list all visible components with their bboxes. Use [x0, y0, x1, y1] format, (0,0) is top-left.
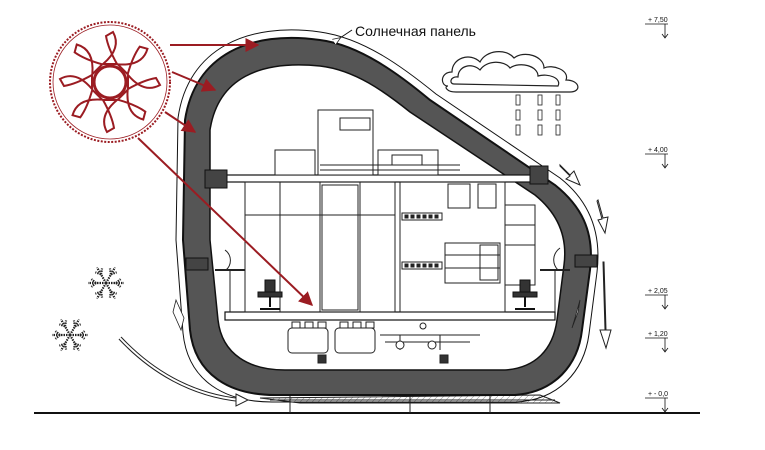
left-desk: [215, 249, 245, 312]
svg-text:+ 1,20: + 1,20: [648, 331, 668, 338]
sun-ray: [100, 30, 119, 65]
snowflake-arm: [106, 278, 124, 288]
sun-icon: [49, 21, 171, 143]
snowflake-icon: [52, 318, 88, 352]
sun-ray: [115, 45, 149, 77]
level-750: + 7,50: [645, 17, 669, 39]
foundation: [259, 394, 561, 413]
snowflake-arm: [105, 266, 118, 284]
sun-ray: [115, 87, 147, 121]
rain: [515, 94, 561, 136]
basement-systems: [287, 321, 480, 364]
sun-ray: [71, 87, 105, 119]
solar-panel-label: Солнечная панель: [355, 23, 476, 39]
level-400: + 4,00: [645, 147, 669, 169]
solar-rays: [137, 38, 314, 306]
snowflake-arm: [70, 330, 88, 340]
snowflake-arm: [105, 282, 118, 300]
snowflake-arm: [94, 282, 107, 300]
control-panel-lower: [401, 261, 443, 270]
solar-panel-callout: Солнечная панель: [340, 23, 476, 39]
capsule-inner: [209, 64, 566, 371]
right-desk: [540, 247, 570, 312]
snowflake-arm: [52, 330, 70, 340]
room-furniture: [244, 181, 536, 313]
level-000: + - 0,0: [645, 391, 669, 413]
level-120: + 1,20: [645, 331, 669, 353]
cloud-icon: [441, 51, 579, 93]
sun-ray: [127, 72, 162, 91]
lower-slab: [185, 254, 598, 321]
snowflake-arm: [94, 266, 107, 284]
snowflake-arm: [69, 318, 82, 336]
snowflake-arm: [58, 318, 71, 336]
svg-text:+ 4,00: + 4,00: [648, 147, 668, 154]
sun-ray: [58, 73, 93, 92]
sun-ray: [73, 43, 105, 77]
left-chair: [257, 279, 283, 310]
right-chair: [512, 279, 538, 310]
level-205: + 2,05: [645, 288, 669, 310]
snowflake-arm: [69, 334, 82, 352]
attic-equipment: [274, 109, 460, 176]
side-markers: [172, 298, 581, 332]
sun-ray: [101, 99, 120, 134]
snowflake-arm: [88, 278, 106, 288]
runoff-arrows: [559, 163, 612, 350]
control-panel-upper: [401, 212, 443, 221]
wind-arrow: [118, 336, 250, 407]
level-marks: + 7,50 + 4,00 + 2,05 + 1,20 + - 0,0: [645, 17, 669, 413]
snowflake-arm: [58, 334, 71, 352]
svg-text:+ 2,05: + 2,05: [648, 288, 668, 295]
snowflake-icon: [88, 266, 124, 300]
svg-text:+ - 0,0: + - 0,0: [648, 391, 668, 398]
svg-text:+ 7,50: + 7,50: [648, 17, 668, 24]
